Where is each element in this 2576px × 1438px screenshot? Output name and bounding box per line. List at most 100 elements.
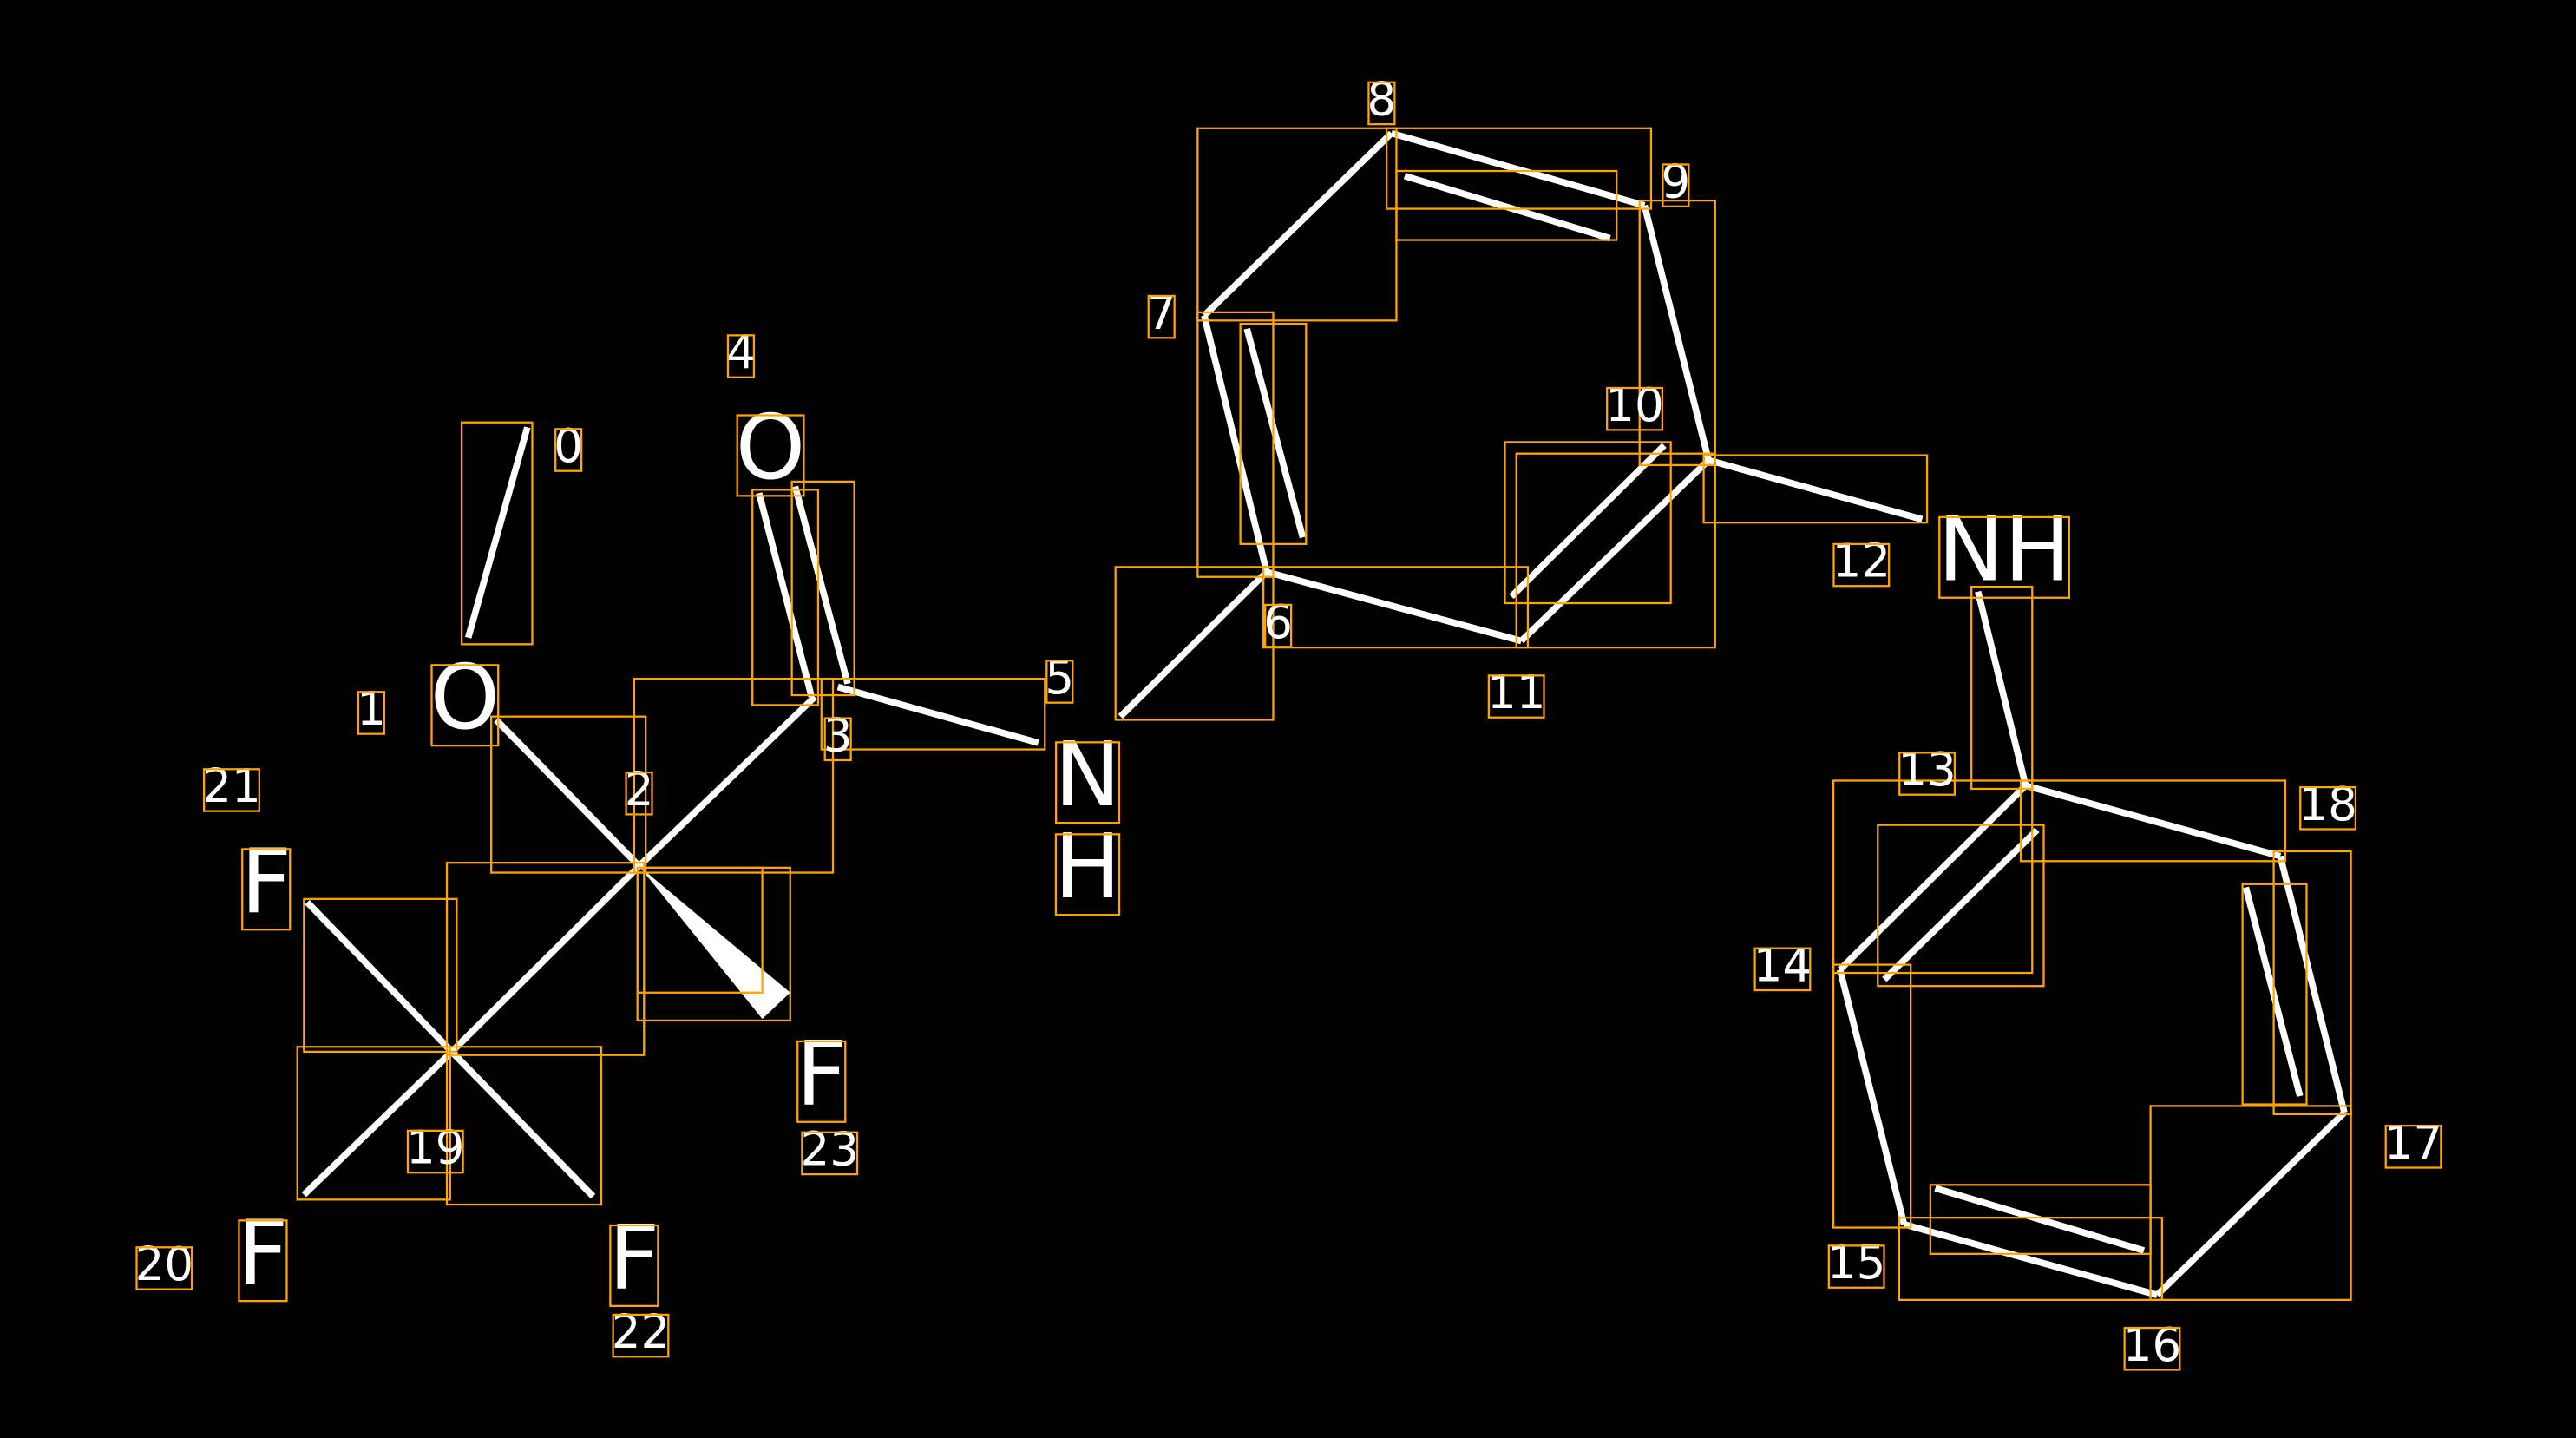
atom-f23: F: [796, 1023, 847, 1126]
index-13: 13: [1898, 743, 1956, 797]
label-bbox: [1662, 163, 1690, 207]
label-bbox: [406, 1129, 464, 1174]
atom-f22: F: [608, 1207, 659, 1310]
label-bbox: [1832, 542, 1891, 588]
label-bbox: [1898, 752, 1957, 796]
bond-14-13: [1838, 783, 2029, 972]
bbox: [1262, 566, 1530, 649]
bond-7-8: [1202, 130, 1394, 318]
bond-0-1: [465, 426, 531, 639]
atom-n5: N: [1054, 724, 1120, 827]
wedge-bond-2-23: [639, 865, 790, 1020]
label-bbox: [823, 717, 852, 762]
bond-16-15: [1903, 1221, 2159, 1298]
bond-10-12: [1708, 456, 1924, 523]
bond-2-19: [449, 863, 642, 1054]
label-bbox: [1055, 741, 1120, 824]
label-bbox: [1264, 603, 1293, 648]
label-bbox: [241, 848, 292, 931]
bond-boxes: [296, 127, 2352, 1301]
label-bbox: [609, 1224, 659, 1307]
label-bbox: [135, 1246, 193, 1290]
label-bbox: [203, 768, 260, 812]
index-9: 9: [1661, 154, 1690, 208]
bond-18-17: [2277, 855, 2348, 1113]
bbox: [820, 677, 1046, 751]
label-bbox: [1045, 660, 1074, 704]
bbox: [1929, 1184, 2152, 1255]
label-bbox: [1054, 833, 1121, 916]
index-17: 17: [2384, 1116, 2442, 1170]
label-bbox: [736, 414, 805, 497]
index-20: 20: [135, 1238, 193, 1291]
bond-1-2: [494, 717, 642, 869]
bond-10-11: [1518, 457, 1711, 644]
label-bbox: [2123, 1326, 2181, 1371]
bbox: [2019, 779, 2286, 863]
bbox: [2272, 850, 2352, 1116]
bbox: [1515, 452, 1716, 649]
label-bbox: [1938, 515, 2070, 599]
index-21: 21: [202, 759, 260, 813]
bbox: [1395, 169, 1618, 241]
label-bbox: [1606, 386, 1663, 431]
bond-8-9-inner: [1403, 173, 1611, 242]
label-bbox: [2384, 1125, 2442, 1169]
bond-9-10: [1641, 204, 1712, 462]
bbox: [1877, 824, 2045, 988]
index-5: 5: [1045, 651, 1074, 705]
atom-o4: O: [736, 397, 805, 500]
label-bbox: [726, 334, 756, 378]
bbox: [1385, 127, 1653, 210]
index-6: 6: [1263, 595, 1293, 649]
bbox: [1970, 585, 2034, 791]
index-3: 3: [823, 708, 853, 762]
bbox: [1196, 311, 1275, 578]
index-8: 8: [1367, 73, 1397, 127]
label-bbox: [1367, 81, 1396, 126]
bond-5-6: [1118, 569, 1269, 719]
bond-13-18: [2024, 782, 2282, 860]
label-bbox: [430, 664, 500, 747]
bbox: [2241, 883, 2308, 1106]
bond-8-9: [1390, 129, 1646, 209]
label-bbox: [554, 428, 583, 472]
bbox: [1638, 199, 1716, 467]
label-bbox: [1487, 674, 1545, 719]
label-bbox: [612, 1313, 670, 1358]
index-11: 11: [1487, 666, 1545, 719]
bbox: [751, 489, 820, 706]
bond-14-13-inner: [1882, 827, 2040, 982]
index-18: 18: [2298, 778, 2356, 831]
index-15: 15: [1827, 1236, 1885, 1290]
label-bbox: [2299, 785, 2357, 831]
label-bbox: [796, 1040, 847, 1123]
index-22: 22: [612, 1305, 670, 1359]
index-7: 7: [1147, 286, 1177, 340]
bond-11-6: [1265, 568, 1523, 645]
atom-labels: O O N H NH F F F F: [238, 397, 2071, 1310]
bond-15-14: [1837, 969, 1908, 1225]
index-10: 10: [1605, 378, 1663, 432]
bbox: [633, 677, 835, 874]
index-14: 14: [1753, 939, 1812, 993]
bond-17-16: [2154, 1110, 2347, 1297]
bbox: [790, 480, 855, 697]
bbox: [1114, 566, 1275, 721]
bond-6-7: [1201, 314, 1270, 573]
atom-o1: O: [430, 647, 500, 750]
bbox: [636, 866, 764, 994]
bond-12-13: [1975, 590, 2029, 787]
bond-3-4-b: [791, 485, 851, 685]
label-bbox: [1753, 947, 1812, 992]
bond-16-15-inner: [1934, 1185, 2146, 1254]
bbox: [460, 421, 534, 646]
index-1: 1: [357, 682, 386, 736]
bbox: [445, 862, 646, 1056]
index-12: 12: [1832, 535, 1891, 588]
bbox: [490, 715, 647, 874]
bond-3-4-a: [756, 492, 816, 698]
bbox: [303, 897, 458, 1054]
